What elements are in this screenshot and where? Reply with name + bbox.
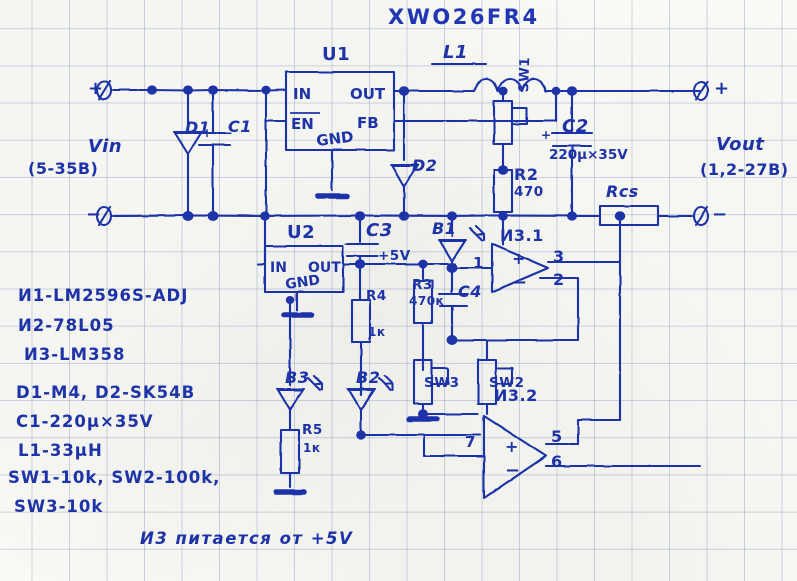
label-r2: R2 xyxy=(514,165,539,184)
label-rcs: Rcs xyxy=(606,182,639,201)
u2-body xyxy=(263,244,345,294)
u3-1-pin2: 2 xyxy=(553,270,564,289)
r5-body xyxy=(279,428,301,475)
terminal-vout-minus xyxy=(692,205,710,227)
label-c2: C2 xyxy=(562,116,589,137)
u3-2-sym-minus: − xyxy=(505,460,520,481)
schematic-caption: И3 питается от +5V xyxy=(140,529,354,548)
label-c1: C1 xyxy=(228,117,252,136)
u3-1-pin1: 1 xyxy=(473,254,483,272)
u1-pin-in: IN xyxy=(293,85,311,103)
label-r2-value: 470 xyxy=(514,184,544,200)
terminal-vout-plus xyxy=(692,80,710,102)
r2-body xyxy=(492,168,514,214)
label-d2: D2 xyxy=(412,156,438,175)
label-vin-minus: − xyxy=(86,204,102,225)
schematic-title: XWO26FR4 xyxy=(388,5,540,29)
label-r5: R5 xyxy=(302,422,323,438)
label-net-5v: +5V xyxy=(378,248,411,264)
bom-note-diodes: D1-M4, D2-SK54B xyxy=(16,383,196,402)
sw2-wiper xyxy=(494,366,514,386)
u2-pin-out: OUT xyxy=(308,260,341,276)
pin-labels: IN EN OUT FB GND IN OUT GND + − 1 3 2 + … xyxy=(270,85,564,481)
wire-vin-plus xyxy=(111,88,288,92)
u3-2-body xyxy=(482,414,548,500)
label-r4: R4 xyxy=(366,288,387,304)
label-vin-range: (5-35B) xyxy=(28,159,99,178)
b2-triangle xyxy=(347,388,376,412)
u1-pin-en: EN xyxy=(291,115,314,133)
label-vin-plus: + xyxy=(88,78,104,99)
terminal-vin-plus xyxy=(95,79,113,101)
label-r5-value: 1к xyxy=(303,441,321,455)
bom-note-sw12: SW1-10k, SW2-100k, xyxy=(8,468,221,487)
label-sw1: SW1 xyxy=(516,56,534,93)
u2-pin-in: IN xyxy=(270,260,287,276)
u3-1-pin3: 3 xyxy=(553,247,564,266)
label-u1-ref: U1 xyxy=(322,44,351,65)
wire-u3-1-feedback xyxy=(450,276,580,342)
label-c4: C4 xyxy=(458,282,482,301)
b1-emit-1 xyxy=(468,226,484,242)
label-c2-value: 220μ×35V xyxy=(549,147,628,163)
bom-note-u2: И2-78L05 xyxy=(18,316,115,335)
label-l1: L1 xyxy=(443,42,468,63)
label-r4-value: 1к xyxy=(368,325,386,339)
u1-body xyxy=(284,70,396,152)
d1-triangle xyxy=(173,131,203,156)
label-vout-range: (1,2-27B) xyxy=(700,160,789,179)
sw3-wiper xyxy=(430,366,450,386)
sw1-body xyxy=(492,99,514,146)
label-u2-ref: U2 xyxy=(287,222,316,243)
b3-emit-arrow xyxy=(312,374,324,392)
bom-note-l1: L1-33μH xyxy=(18,441,103,460)
label-r3-value: 470к xyxy=(409,294,445,308)
label-u3-2-ref: И3.2 xyxy=(494,386,538,405)
label-b3: B3 xyxy=(285,368,310,387)
rcs-body xyxy=(598,204,660,227)
terminal-vin-minus xyxy=(95,205,113,227)
label-u3-1-ref: И3.1 xyxy=(500,226,544,245)
b1-emit-arrow xyxy=(474,224,486,242)
u1-pin-fb: FB xyxy=(357,114,379,132)
bom-note-u1: И1-LM2596S-ADJ xyxy=(18,286,189,305)
label-sw2: SW2 xyxy=(489,375,525,391)
u3-1-sym-plus: + xyxy=(512,249,525,268)
u1-pin-out: OUT xyxy=(350,85,386,103)
label-sw3: SW3 xyxy=(424,375,460,391)
label-d1: D1 xyxy=(185,118,211,137)
u3-2-pin6: 6 xyxy=(551,452,562,471)
label-vout-minus: − xyxy=(712,204,728,225)
u3-1-sym-minus: − xyxy=(512,272,527,293)
label-vout: Vout xyxy=(716,134,765,155)
label-c2-polarity: + xyxy=(541,128,552,142)
label-vout-plus: + xyxy=(714,78,730,99)
u3-2-pin7: 7 xyxy=(465,433,475,451)
label-r3: R3 xyxy=(412,277,433,293)
u3-2-sym-plus: + xyxy=(505,437,518,456)
l1-coil xyxy=(472,77,548,93)
bom-note-sw3: SW3-10k xyxy=(14,497,104,516)
label-b2: B2 xyxy=(356,368,381,387)
label-c3: C3 xyxy=(366,220,393,241)
u3-2-pin5: 5 xyxy=(551,427,562,446)
b2-emit-arrow xyxy=(383,374,395,392)
b1-triangle xyxy=(438,239,467,263)
b3-triangle xyxy=(276,388,305,412)
bom-note-u3: И3-LM358 xyxy=(24,345,126,364)
bom-note-c1: C1-220μ×35V xyxy=(16,412,154,431)
sw1-wiper xyxy=(510,106,529,126)
u2-pin-gnd: GND xyxy=(284,272,321,293)
b3-emit-1 xyxy=(306,376,322,392)
b2-emit-1 xyxy=(377,376,393,392)
wire-u3-2-pin5 xyxy=(544,418,622,446)
label-vin: Vin xyxy=(88,136,123,157)
u1-pin-gnd: GND xyxy=(315,128,354,150)
junction-dots xyxy=(147,85,626,440)
d2-triangle xyxy=(390,164,419,189)
label-b1: B1 xyxy=(432,219,457,238)
label-c1-polarity: + xyxy=(202,126,213,140)
